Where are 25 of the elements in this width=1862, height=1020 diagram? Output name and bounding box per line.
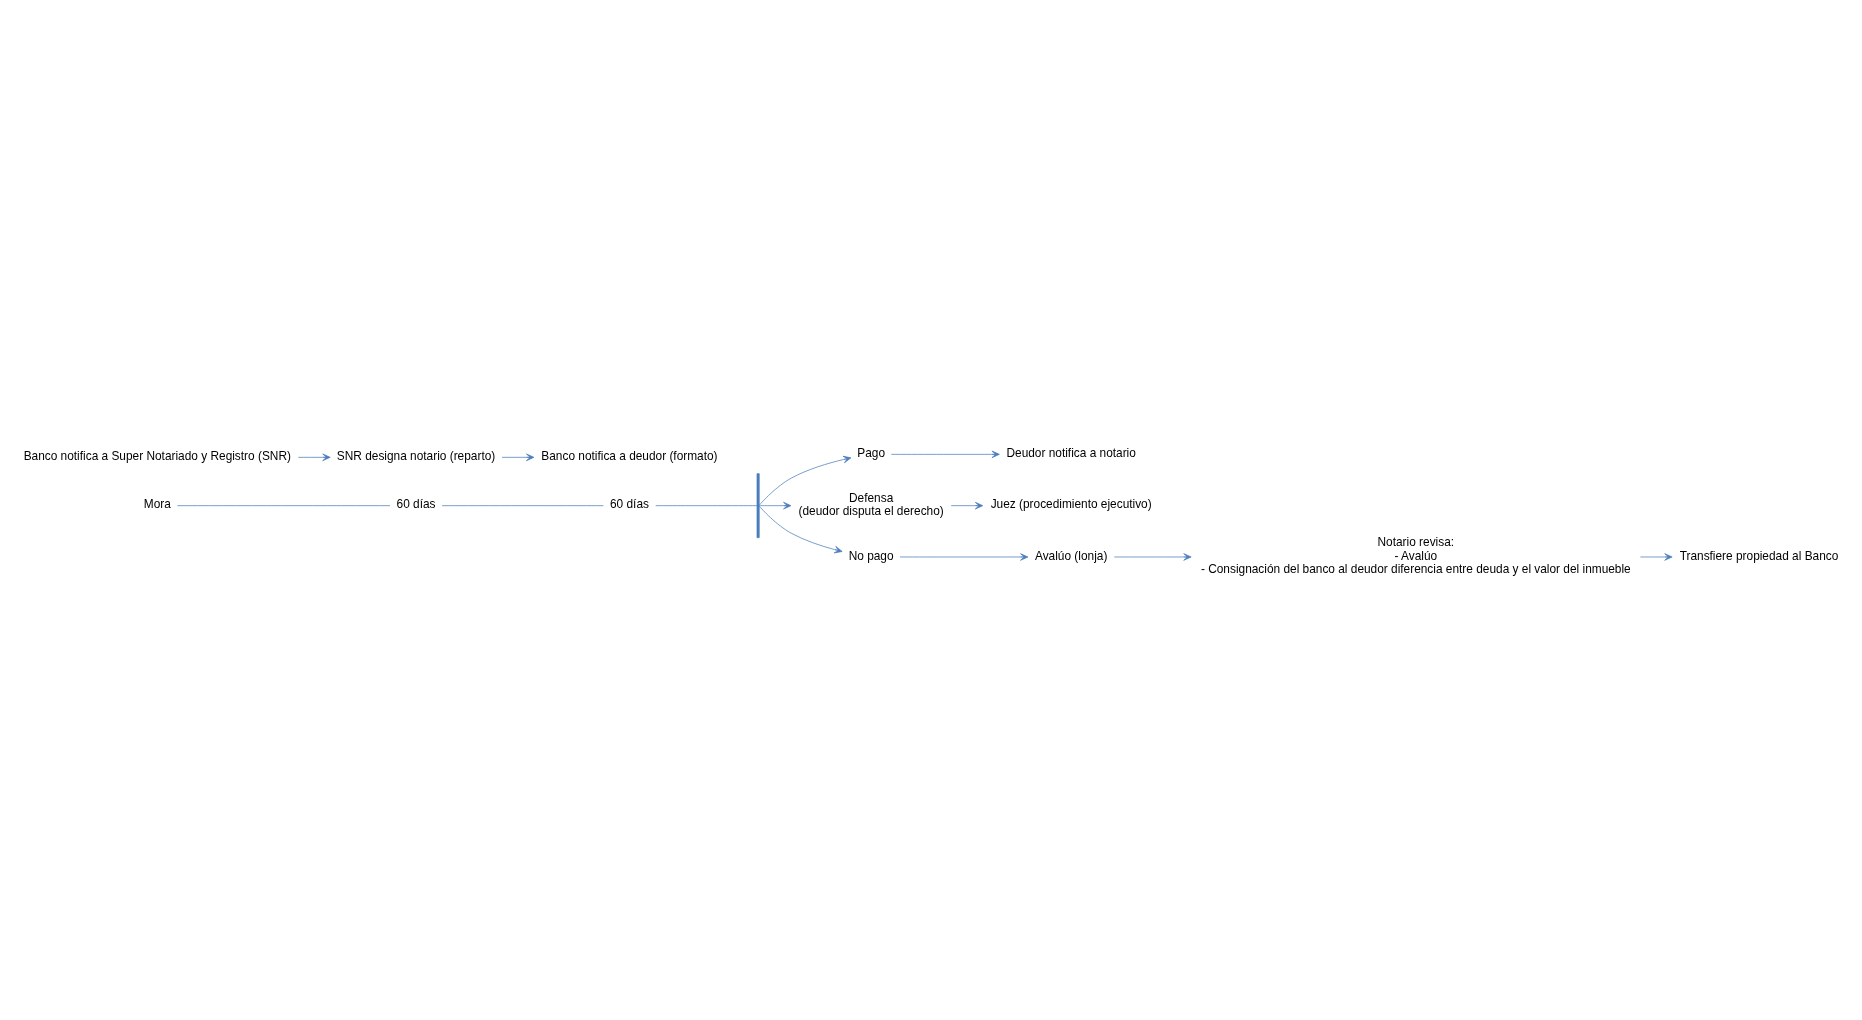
node-text: SNR designa notario (reparto): [336, 448, 496, 463]
arrow: [899, 552, 1029, 561]
node-text: Transfiere propiedad al Banco: [1679, 548, 1839, 563]
arrow: [758, 505, 843, 553]
node-text: Banco notifica a Super Notariado y Registro (SNR): [23, 448, 291, 463]
arrow: [758, 455, 852, 506]
node-text: Defensa (deudor disputa el derecho): [798, 490, 944, 518]
arrow: [501, 453, 535, 461]
label: 60 días: [396, 496, 436, 511]
arrow: [298, 453, 331, 461]
node-bar: [756, 472, 760, 538]
arrow: [890, 450, 1000, 458]
node-text: Deudor notifica a notario: [1006, 445, 1136, 460]
label: Mora: [143, 496, 171, 511]
node-text: No pago: [848, 548, 894, 563]
arrow: [1113, 552, 1192, 561]
label: 60 días: [609, 496, 649, 511]
node-text: Banco notifica a deudor (formato): [541, 448, 718, 463]
arrow: [950, 501, 984, 509]
node-text: Pago: [857, 445, 886, 460]
node-text: Notario revisa: - Avalúo - Consignación del banco al deudor diferencia entre deuda y el valor del inmueble: [1200, 534, 1631, 576]
arrow: [1640, 552, 1673, 561]
arrow: [759, 501, 792, 509]
node-text: Avalúo (lonja): [1034, 548, 1108, 563]
node-text: Juez (procedimiento ejecutivo): [990, 496, 1152, 511]
